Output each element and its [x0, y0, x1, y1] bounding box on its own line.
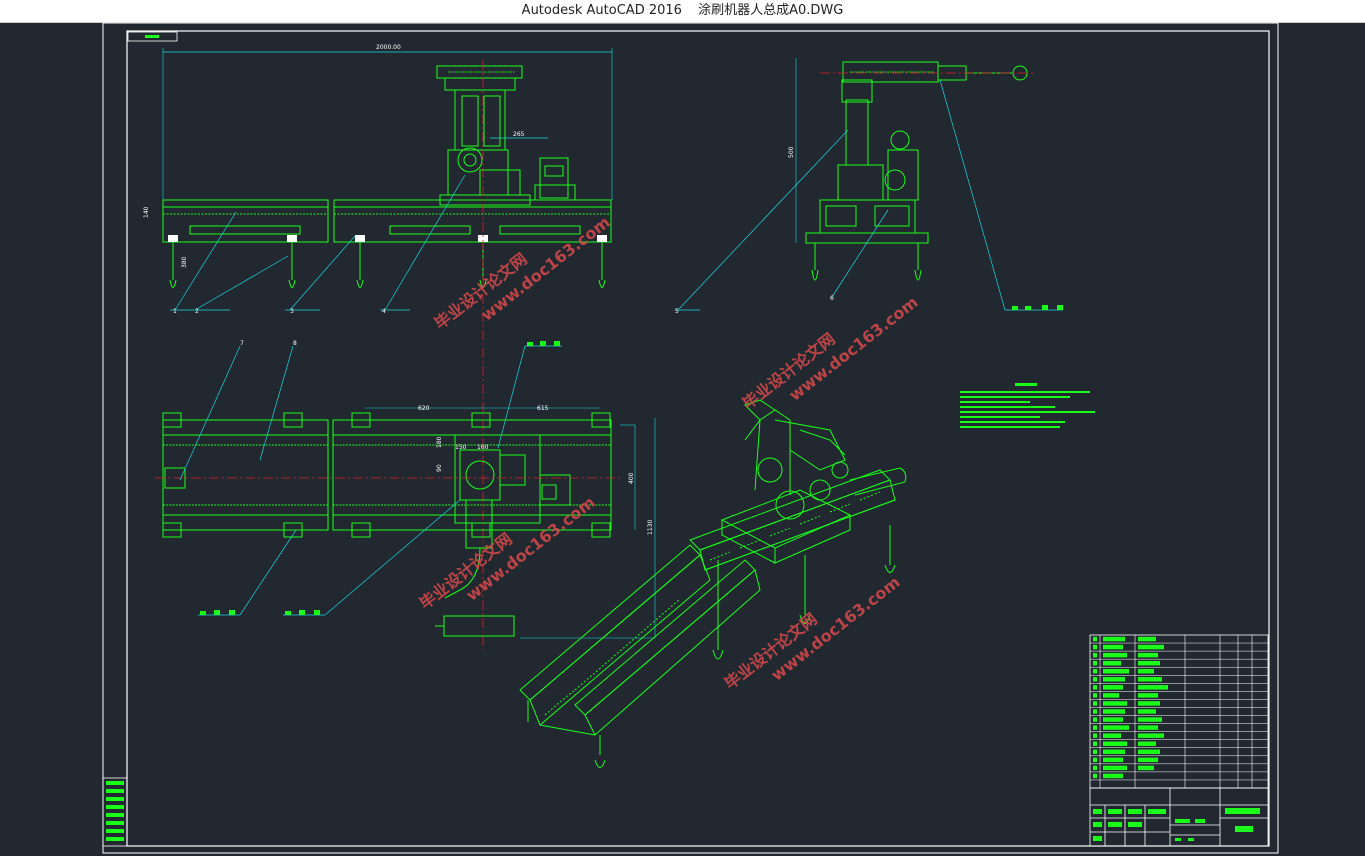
dim-400: 400: [628, 472, 635, 484]
top-view-leaders: [179, 345, 562, 616]
side-view: [795, 58, 1028, 281]
drawing-frame: [102, 22, 1279, 854]
dim-620: 620: [418, 405, 430, 412]
balloon-1: 1: [173, 308, 177, 315]
file-name: 涂刷机器人总成A0.DWG: [698, 3, 844, 18]
dim-1130: 1130: [647, 520, 654, 535]
dim-500: 500: [788, 146, 795, 158]
app-title: Autodesk AutoCAD 2016: [521, 3, 682, 18]
dim-265: 265: [513, 131, 525, 138]
dim-615: 615: [537, 405, 549, 412]
technical-notes: [960, 383, 1095, 428]
drawing-number-box: [127, 31, 178, 42]
top-view-dimensions: 620 615 150 160 180 90 400 1130: [418, 405, 654, 535]
side-view-dimensions: 500: [788, 146, 795, 158]
front-view-leaders: [170, 174, 466, 311]
isometric-view: [519, 399, 907, 768]
front-view-dimensions: 2000.00 265 140 380: [143, 44, 525, 268]
dim-90: 90: [436, 464, 443, 472]
balloon-8: 8: [293, 340, 297, 347]
revision-block: [102, 777, 128, 847]
balloon-2: 2: [195, 308, 199, 315]
watermark-4: 毕业设计论文网 www.doc163.com: [721, 572, 904, 693]
top-view-balloons: 7 8: [200, 340, 560, 615]
balloon-3: 3: [290, 308, 294, 315]
balloon-6: 6: [830, 295, 834, 302]
dim-overall: 2000.00: [376, 44, 401, 51]
top-view: [162, 407, 656, 639]
drawing-canvas[interactable]: 2000.00 265 140 380 1 2 3 4: [0, 22, 1365, 856]
dim-380: 380: [181, 256, 188, 268]
watermark-3: 毕业设计论文网 www.doc163.com: [416, 492, 599, 613]
front-view-balloons: 1 2 3 4: [173, 308, 386, 315]
parts-list-table: [1089, 634, 1269, 789]
dim-180: 180: [436, 436, 443, 448]
dim-150: 150: [455, 444, 467, 451]
side-view-leaders: [675, 79, 1063, 311]
title-block-fills: [1093, 808, 1260, 841]
title-bar: Autodesk AutoCAD 2016 涂刷机器人总成A0.DWG: [0, 0, 1365, 23]
watermark-1: 毕业设计论文网 www.doc163.com: [431, 212, 614, 333]
front-view: [162, 48, 613, 288]
balloon-4: 4: [382, 308, 386, 315]
dim-160: 160: [477, 444, 489, 451]
side-view-balloons: 5 6: [675, 295, 1063, 315]
balloon-5: 5: [675, 308, 679, 315]
title-block: [1089, 787, 1269, 847]
balloon-7: 7: [240, 340, 244, 347]
dim-140: 140: [143, 206, 150, 218]
